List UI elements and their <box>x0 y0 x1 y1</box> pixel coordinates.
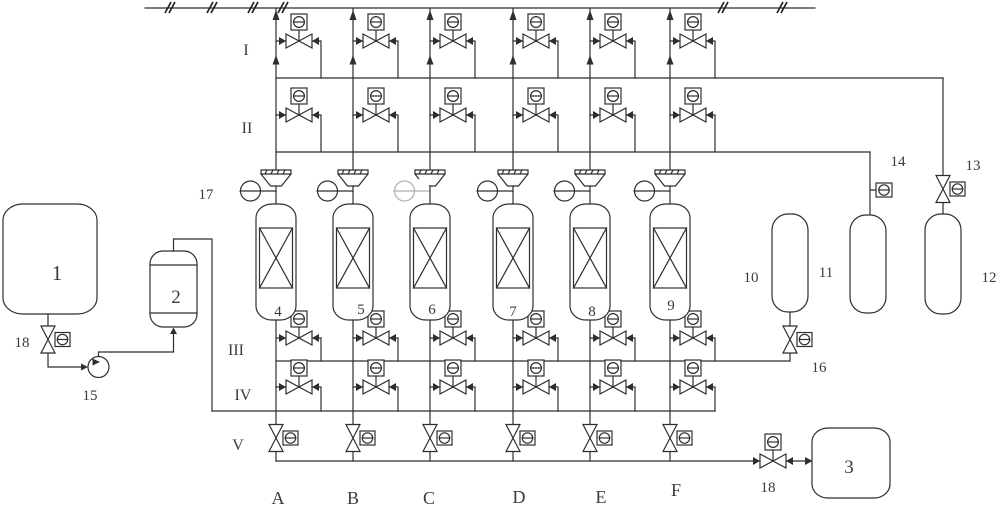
label-header-v: V <box>232 437 244 454</box>
flow-arrow <box>170 327 177 334</box>
column-units <box>240 8 715 461</box>
label-column-6: 6 <box>428 302 436 318</box>
column-unit-a <box>240 8 321 461</box>
label-column-4: 4 <box>274 304 282 320</box>
pump-15 <box>87 355 110 379</box>
feed-riser-line <box>172 238 213 412</box>
label-tank-3: 3 <box>844 457 854 478</box>
label-vessel-11: 11 <box>819 265 833 281</box>
label-tank-1: 1 <box>52 261 63 285</box>
valve-18-feed <box>40 325 71 354</box>
label-vessel-12: 12 <box>982 270 997 286</box>
labels: I II III IV V A B C D E F 4 5 6 7 8 9 1 … <box>15 42 997 507</box>
label-column-7: 7 <box>509 304 517 320</box>
pump-arrow <box>92 358 100 366</box>
label-valve-16: 16 <box>812 360 828 376</box>
label-gauge-17: 17 <box>199 187 215 203</box>
label-vessel-10: 10 <box>744 270 759 286</box>
valve-16 <box>782 325 813 354</box>
label-instrument-14: 14 <box>891 154 907 170</box>
pump-discharge-line <box>97 332 175 358</box>
feed-tank-1 <box>2 203 98 315</box>
label-valve-13: 13 <box>966 158 981 174</box>
label-valve-18-feed: 18 <box>15 335 30 351</box>
label-pump-15: 15 <box>83 388 98 404</box>
receiver-section <box>771 77 966 362</box>
product-section <box>752 427 891 499</box>
label-header-ii: II <box>242 120 253 137</box>
flow-arrow <box>805 457 813 465</box>
column-unit-f <box>634 8 715 461</box>
gauge-column-c-muted <box>392 179 430 202</box>
label-column-8: 8 <box>588 304 596 320</box>
column-unit-c <box>394 8 475 461</box>
label-line-c: C <box>423 488 435 507</box>
receiver-vessel-11 <box>849 214 887 314</box>
valve-18-product <box>752 433 794 469</box>
feed-line <box>47 313 82 368</box>
column-unit-e <box>554 8 635 461</box>
receiver-vessel-12 <box>924 213 962 315</box>
label-header-iv: IV <box>235 387 252 404</box>
valve-13 <box>935 174 966 204</box>
label-header-iii: III <box>228 342 244 359</box>
instrument-14 <box>875 182 893 198</box>
column-unit-d <box>477 8 558 461</box>
label-line-d: D <box>513 487 526 507</box>
label-valve-18-product: 18 <box>761 480 776 496</box>
label-vessel-2: 2 <box>171 287 181 308</box>
column-unit-b <box>317 8 398 461</box>
line-to-vessel-11 <box>869 151 877 216</box>
label-line-f: F <box>671 480 681 500</box>
label-column-5: 5 <box>357 302 365 318</box>
product-tank-3 <box>811 427 891 499</box>
piping-network <box>144 1 944 462</box>
receiver-vessel-10 <box>771 213 809 313</box>
label-line-e: E <box>596 487 607 507</box>
label-line-a: A <box>272 488 285 507</box>
label-column-9: 9 <box>667 298 675 314</box>
feed-section <box>2 203 213 412</box>
label-line-b: B <box>347 488 359 507</box>
flow-arrow <box>81 363 88 371</box>
label-header-i: I <box>243 42 248 59</box>
